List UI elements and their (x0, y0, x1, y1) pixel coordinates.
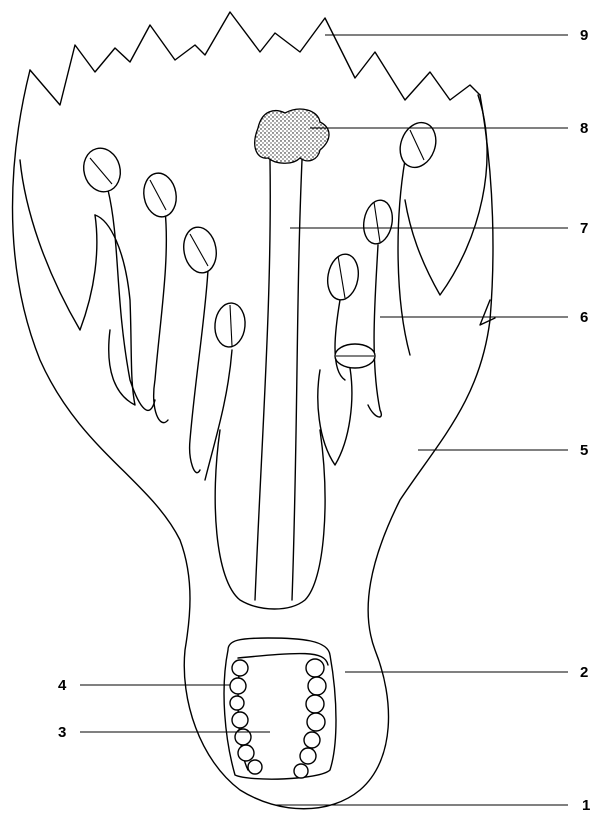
ovules (230, 659, 326, 778)
stigma (255, 109, 329, 163)
style (255, 160, 302, 600)
petal-tips (30, 12, 480, 105)
petal-lobe-right-inner (480, 300, 495, 325)
label-8: 8 (580, 120, 588, 137)
label-4: 4 (58, 677, 67, 694)
label-2: 2 (580, 664, 588, 681)
label-5: 5 (580, 442, 588, 459)
label-7: 7 (580, 220, 588, 237)
flower-outline (13, 70, 493, 809)
petal-lobe-left-outer (20, 160, 97, 330)
stamens-right (318, 118, 442, 465)
stamens-left (79, 144, 247, 480)
label-9: 9 (580, 27, 588, 44)
label-6: 6 (580, 309, 588, 326)
receptacle-cup (215, 430, 325, 609)
label-1: 1 (582, 797, 590, 814)
label-3: 3 (58, 724, 66, 741)
